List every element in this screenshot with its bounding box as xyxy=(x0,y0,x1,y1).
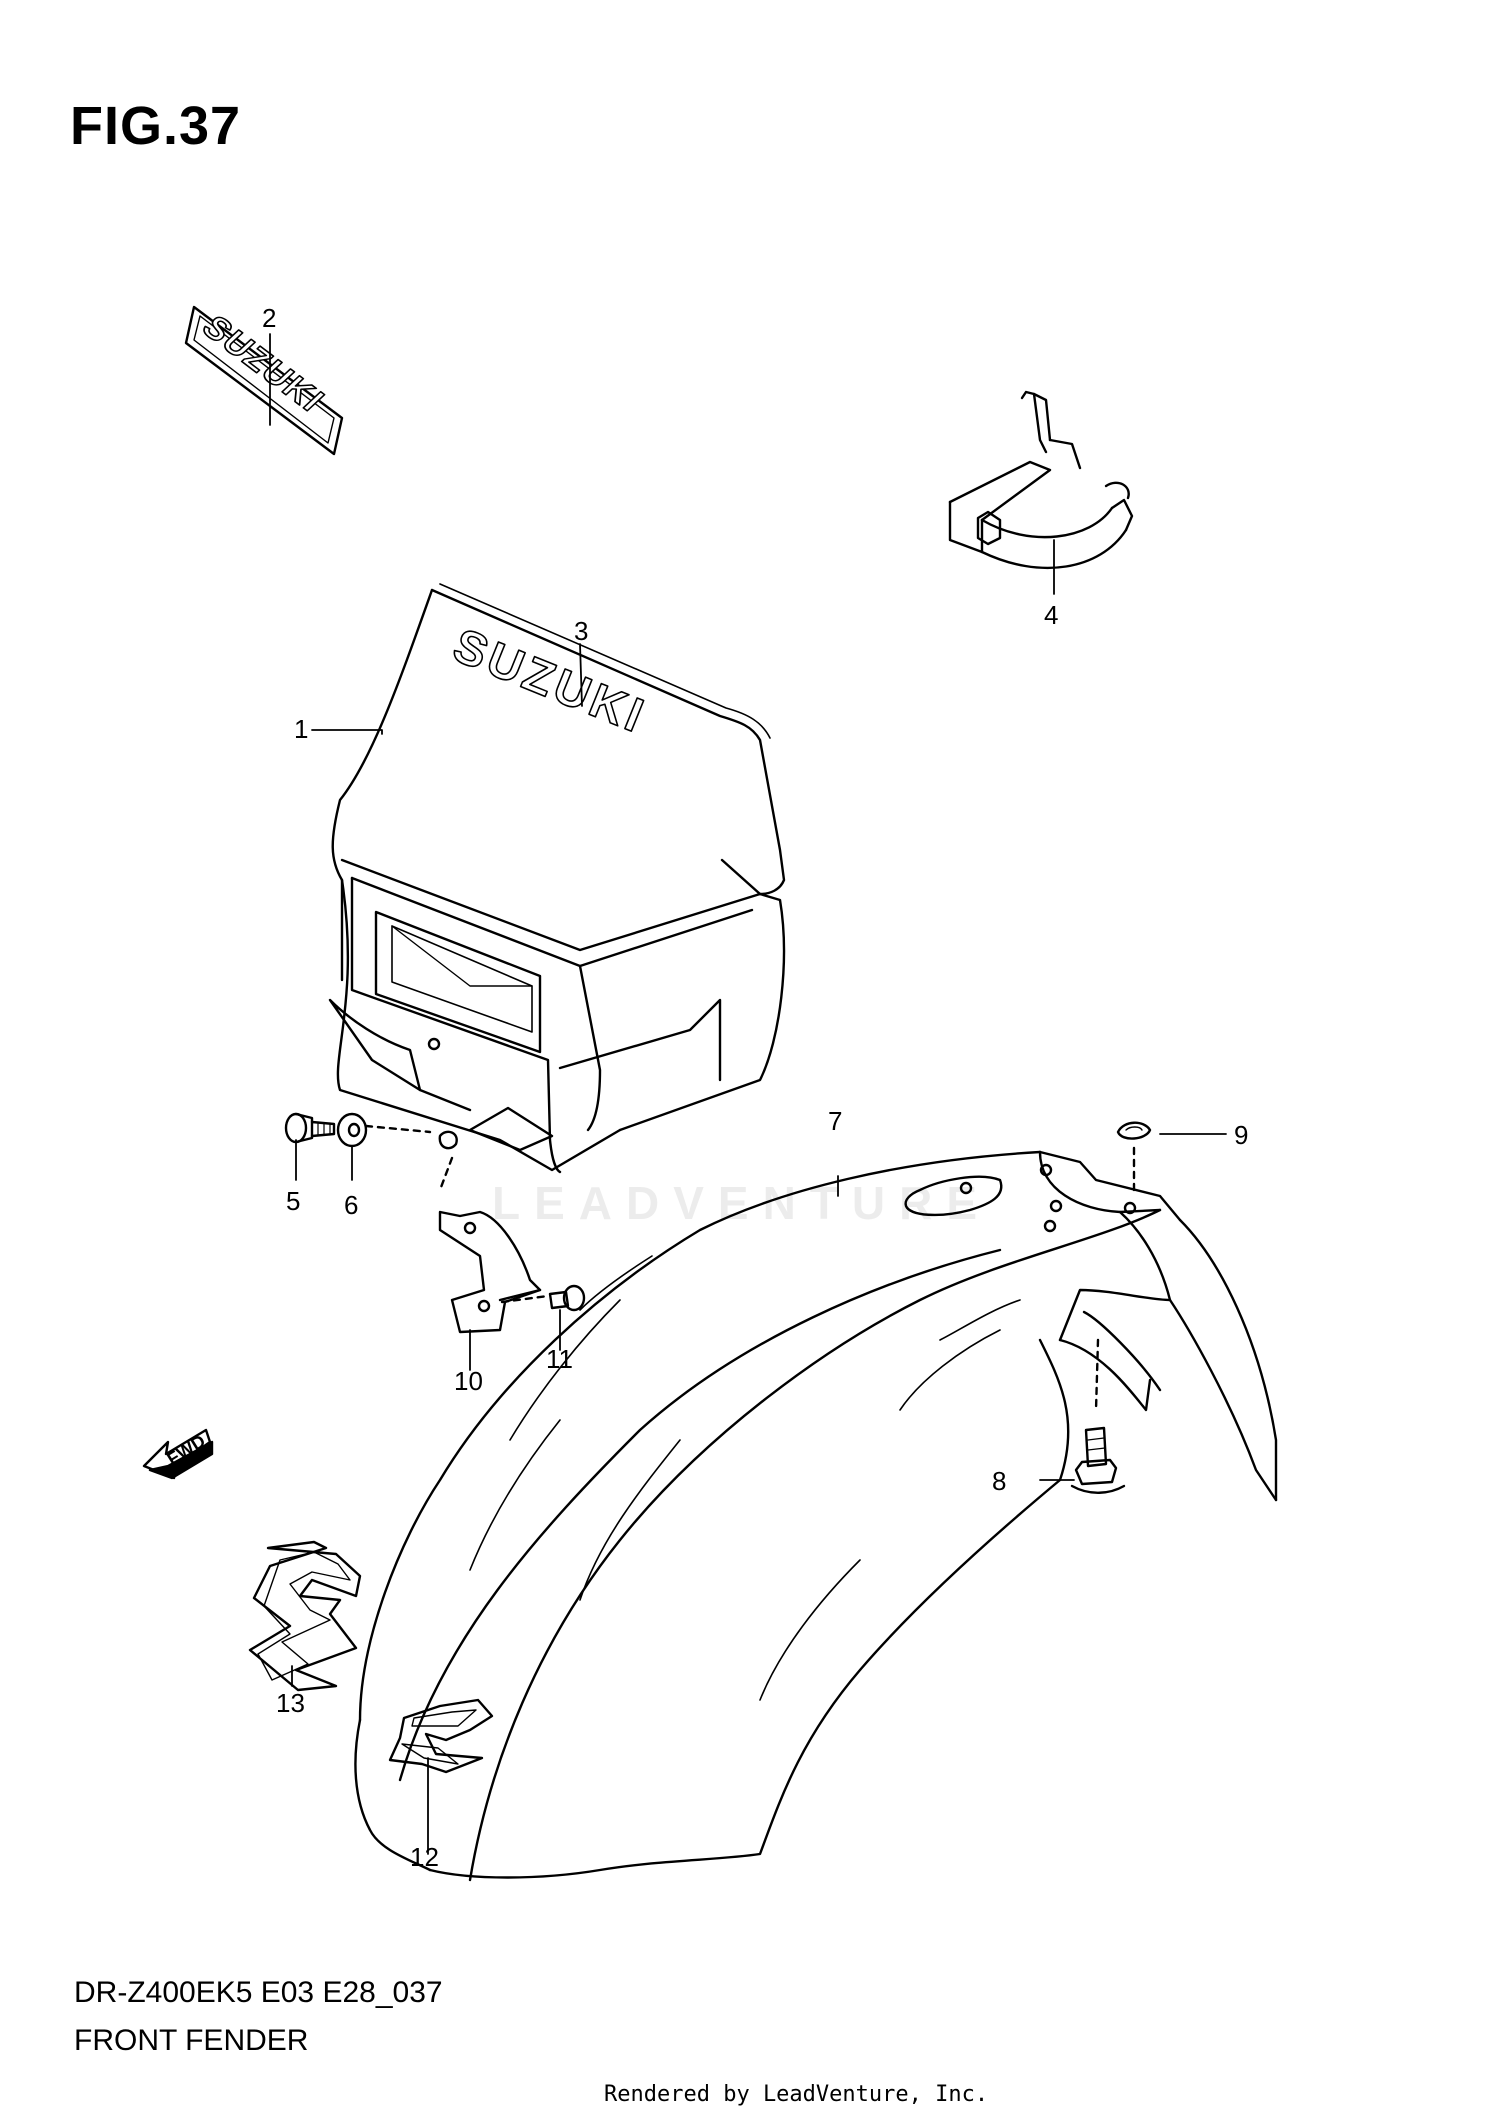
part-9-washer[interactable] xyxy=(1116,1121,1152,1140)
part-10-bracket[interactable] xyxy=(438,1156,542,1334)
part-8-bolt[interactable] xyxy=(1070,1426,1126,1494)
callout-labels: 2 3 1 4 5 6 7 9 10 11 8 13 12 xyxy=(262,303,1248,1872)
part-4-clamp-bracket[interactable] xyxy=(948,390,1134,570)
callout-1: 1 xyxy=(294,714,308,744)
model-code: DR-Z400EK5 E03 E28_037 xyxy=(74,1976,443,2009)
callout-7: 7 xyxy=(828,1106,842,1136)
cowl-decal-text: SUZUKI xyxy=(446,619,654,744)
figure-title: FIG.37 xyxy=(70,96,242,156)
callout-4: 4 xyxy=(1044,600,1058,630)
callout-8: 8 xyxy=(992,1466,1006,1496)
callout-10: 10 xyxy=(454,1366,483,1396)
leader-lines xyxy=(269,333,1227,1855)
callout-9: 9 xyxy=(1234,1120,1248,1150)
part-6-washer[interactable] xyxy=(336,1112,458,1150)
part-1-headlight-cowl[interactable]: SUZUKI xyxy=(328,583,786,1174)
callout-12: 12 xyxy=(410,1842,439,1872)
fwd-direction-marker: FWD xyxy=(142,1428,214,1480)
section-name: FRONT FENDER xyxy=(74,2024,309,2057)
part-11-bolt[interactable] xyxy=(500,1284,586,1312)
callout-3: 3 xyxy=(574,616,588,646)
render-credit: Rendered by LeadVenture, Inc. xyxy=(604,2082,989,2107)
part-7-front-fender[interactable] xyxy=(354,1146,1278,1882)
part-12-fender-decal[interactable] xyxy=(388,1698,494,1774)
watermark-text: LEADVENTURE xyxy=(492,1177,992,1229)
part-5-bolt[interactable] xyxy=(284,1112,336,1144)
callout-2: 2 xyxy=(262,303,276,333)
part-13-fender-decal[interactable] xyxy=(248,1540,362,1692)
callout-6: 6 xyxy=(344,1190,358,1220)
callout-11: 11 xyxy=(546,1344,573,1374)
callout-13: 13 xyxy=(276,1688,305,1718)
callout-5: 5 xyxy=(286,1186,300,1216)
